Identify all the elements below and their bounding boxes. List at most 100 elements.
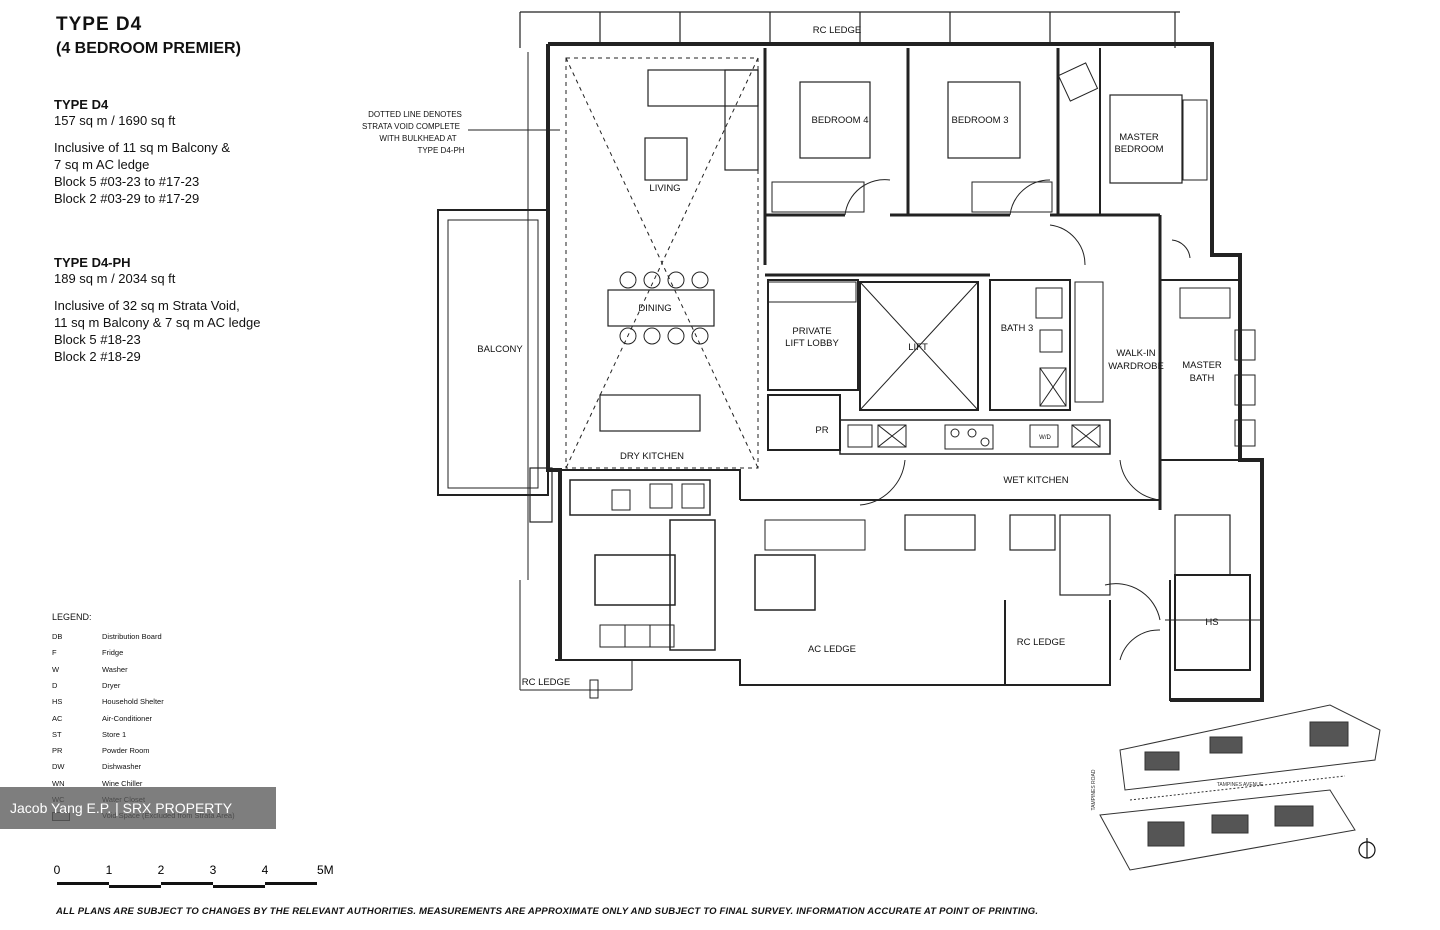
label-master-bedroom-1: MASTER <box>1119 132 1159 143</box>
annotation-line-1: DOTTED LINE DENOTES <box>368 110 462 119</box>
north-arrow-icon <box>1358 838 1376 859</box>
label-bedroom4: BEDROOM 4 <box>811 115 868 126</box>
label-master-bedroom-2: BEDROOM <box>1114 144 1163 155</box>
scale-segment <box>265 882 317 885</box>
type-d4ph-block-1: Block 5 #18-23 <box>54 332 141 347</box>
scale-segment <box>109 885 161 888</box>
strata-void-lines <box>565 57 759 469</box>
legend-label: Household Shelter <box>102 697 164 707</box>
type-d4ph-block-2: Block 2 #18-29 <box>54 349 141 364</box>
label-lift: LIFT <box>908 342 928 353</box>
household-shelter <box>1174 574 1251 671</box>
legend-code: D <box>52 680 58 690</box>
label-hs: HS <box>1205 617 1218 628</box>
scale-tick-label: 3 <box>210 863 217 877</box>
dining-table <box>607 289 715 327</box>
label-bedroom3: BEDROOM 3 <box>951 115 1008 126</box>
legend-code: AC <box>52 713 63 723</box>
annotation-line-3: WITH BULKHEAD AT <box>379 134 456 143</box>
legend-label: Wine Chiller <box>102 778 143 788</box>
kitchen-island <box>599 394 701 432</box>
label-private-lift-1: PRIVATE <box>792 326 831 337</box>
type-d4-block-1: Block 5 #03-23 to #17-23 <box>54 174 200 189</box>
kitchen-counter <box>839 419 1111 455</box>
balcony-area <box>437 209 549 496</box>
type-d4-area: 157 sq m / 1690 sq ft <box>54 113 176 128</box>
label-wet-kitchen: WET KITCHEN <box>1003 475 1068 486</box>
legend-item: D Dryer <box>52 681 252 690</box>
legend-code: W <box>52 664 60 674</box>
type-d4ph-spec: TYPE D4-PH 189 sq m / 2034 sq ft Inclusi… <box>54 255 260 365</box>
legend-item: DW Dishwasher <box>52 762 252 771</box>
scale-segment <box>161 882 213 885</box>
legend-code: DB <box>52 632 63 641</box>
legend-title: LEGEND: <box>52 612 92 622</box>
legend-label: Washer <box>102 664 128 674</box>
scale-tick-label: 5M <box>317 863 334 877</box>
legend-label: Dishwasher <box>102 762 142 772</box>
bedroom-small-bed <box>594 554 676 606</box>
type-d4-incl-2: 7 sq m AC ledge <box>54 157 150 172</box>
label-bath3: BATH 3 <box>1001 323 1034 334</box>
bed-bedroom3 <box>947 81 1021 159</box>
legend-item: F Fridge <box>52 648 252 657</box>
label-master-bath-2: BATH <box>1190 373 1215 384</box>
coffee-table <box>644 137 688 181</box>
private-lift-lobby <box>767 279 859 391</box>
bath3-room <box>989 279 1071 411</box>
lift-shaft <box>859 281 979 411</box>
legend-item: DB Distribution Board <box>52 632 252 641</box>
label-ac-ledge: AC LEDGE <box>808 644 856 655</box>
type-d4ph-incl-1: Inclusive of 32 sq m Strata Void, <box>54 298 240 313</box>
outer-wall-left <box>546 44 562 660</box>
label-walkin-2: WARDROBE <box>1108 361 1164 372</box>
legend-code: ST <box>52 729 62 739</box>
label-rc-ledge-bottom: RC LEDGE <box>522 677 571 688</box>
label-dry-kitchen: DRY KITCHEN <box>620 451 684 462</box>
label-wd: W/D <box>1039 435 1051 441</box>
scale-segment <box>213 885 265 888</box>
legend-item: HS Household Shelter <box>52 697 252 706</box>
bed-bedroom4 <box>799 81 871 159</box>
legend-label: Store 1 <box>102 729 127 739</box>
annotation-line-2: STRATA VOID COMPLETE <box>362 122 460 131</box>
label-rc-ledge-mid: RC LEDGE <box>1017 637 1066 648</box>
legend-code: PR <box>52 746 63 756</box>
legend-label: Fridge <box>102 648 124 658</box>
label-balcony: BALCONY <box>477 344 523 355</box>
legend-code: HS <box>52 697 63 707</box>
legend-label: Dryer <box>102 680 121 690</box>
legend-code: DW <box>52 762 65 772</box>
site-key-plan <box>1099 704 1381 871</box>
type-d4ph-incl-2: 11 sq m Balcony & 7 sq m AC ledge <box>54 315 261 330</box>
site-road-2: TAMPINES ROAD <box>1091 769 1097 810</box>
type-d4-incl-1: Inclusive of 11 sq m Balcony & <box>54 140 231 155</box>
legend-item: W Washer <box>52 665 252 674</box>
legend-label: Distribution Board <box>102 632 162 641</box>
label-pr: PR <box>815 425 828 436</box>
master-bath-room <box>1159 279 1241 461</box>
type-d4-heading: TYPE D4 <box>54 97 109 112</box>
cooktop <box>944 424 994 450</box>
site-road-1: TAMPINES AVENUE <box>1217 782 1264 788</box>
scale-tick-label: 1 <box>106 863 113 877</box>
legend-code: WN <box>52 778 65 788</box>
label-master-bath-1: MASTER <box>1182 360 1222 371</box>
scale-tick-label: 2 <box>158 863 165 877</box>
label-private-lift-2: LIFT LOBBY <box>785 338 839 349</box>
label-living: LIVING <box>649 183 680 194</box>
label-rc-ledge-top: RC LEDGE <box>813 25 862 36</box>
scale-tick-label: 4 <box>262 863 269 877</box>
powder-room <box>767 394 841 451</box>
armchair <box>1057 62 1099 102</box>
legend-item: WN Wine Chiller <box>52 779 252 788</box>
footnote: ALL PLANS ARE SUBJECT TO CHANGES BY THE … <box>56 906 1039 917</box>
type-d4-block-2: Block 2 #03-29 to #17-29 <box>54 191 200 206</box>
scale-segment <box>57 882 109 885</box>
legend-code: F <box>52 648 57 658</box>
label-dining: DINING <box>638 303 671 314</box>
sofa <box>647 69 759 107</box>
